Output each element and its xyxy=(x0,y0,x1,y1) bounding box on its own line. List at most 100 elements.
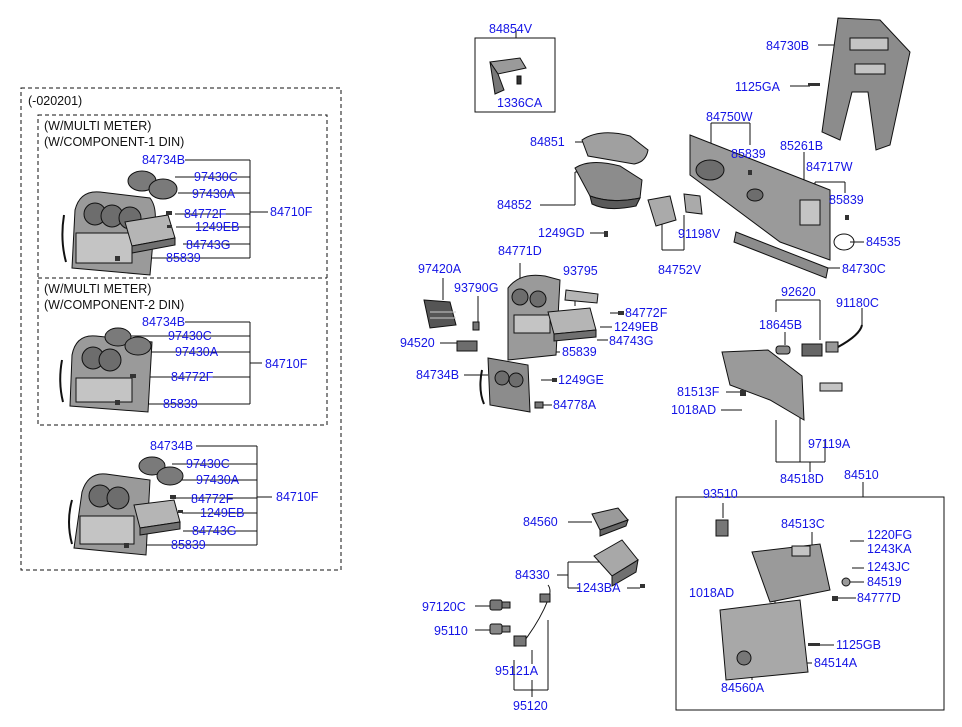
label-84777D[interactable]: 84777D xyxy=(857,591,901,605)
label-g1-84772F[interactable]: 84772F xyxy=(184,207,227,221)
label-g1-1249EB[interactable]: 1249EB xyxy=(195,220,240,234)
label-95120[interactable]: 95120 xyxy=(513,699,548,713)
label-91180C[interactable]: 91180C xyxy=(836,296,879,310)
label-85839-right[interactable]: 85839 xyxy=(829,193,864,207)
label-g1-97430A[interactable]: 97430A xyxy=(192,187,236,201)
label-92620[interactable]: 92620 xyxy=(781,285,816,299)
label-84743G[interactable]: 84743G xyxy=(609,334,654,348)
group1-title-line2: (W/COMPONENT-1 DIN) xyxy=(44,135,185,149)
label-g3-84710F[interactable]: 84710F xyxy=(276,490,319,504)
inset-frame-outer xyxy=(20,87,342,571)
label-1249GD[interactable]: 1249GD xyxy=(538,226,585,240)
label-1018AD-upper[interactable]: 1018AD xyxy=(671,403,717,417)
label-g1-84734B[interactable]: 84734B xyxy=(142,153,186,167)
label-1018AD-lower[interactable]: 1018AD xyxy=(689,586,735,600)
g1-vents xyxy=(127,170,178,200)
label-1243BA[interactable]: 1243BA xyxy=(576,581,621,595)
g1-component-din xyxy=(124,214,176,254)
label-84514A[interactable]: 84514A xyxy=(814,656,858,670)
label-1243JC[interactable]: 1243JC xyxy=(867,560,911,574)
label-g3-85839[interactable]: 85839 xyxy=(171,538,206,552)
label-g2-97430C[interactable]: 97430C xyxy=(168,329,212,343)
label-84734B[interactable]: 84734B xyxy=(416,368,460,382)
part-97120C-socket xyxy=(489,599,511,611)
label-g3-97430C[interactable]: 97430C xyxy=(186,457,230,471)
label-81513F[interactable]: 81513F xyxy=(677,385,720,399)
label-1125GA[interactable]: 1125GA xyxy=(735,80,780,94)
label-85839-center[interactable]: 85839 xyxy=(562,345,597,359)
label-84510[interactable]: 84510 xyxy=(844,468,879,482)
part-84330-box xyxy=(593,539,639,587)
part-84560-tray xyxy=(591,507,629,537)
part-18645B-bulb xyxy=(775,345,791,355)
label-g3-84743G[interactable]: 84743G xyxy=(192,524,237,538)
g1-cluster-bezel xyxy=(61,191,156,276)
label-g2-84734B[interactable]: 84734B xyxy=(142,315,186,329)
g3-cluster-bezel xyxy=(68,473,151,556)
label-93510[interactable]: 93510 xyxy=(703,487,738,501)
label-g3-84734B[interactable]: 84734B xyxy=(150,439,194,453)
label-g1-84710F[interactable]: 84710F xyxy=(270,205,313,219)
label-g1-85839[interactable]: 85839 xyxy=(166,251,201,265)
label-93790G[interactable]: 93790G xyxy=(454,281,499,295)
label-97119A[interactable]: 97119A xyxy=(808,437,851,451)
label-95110[interactable]: 95110 xyxy=(434,624,468,638)
label-84535[interactable]: 84535 xyxy=(866,235,901,249)
label-g1-97430C[interactable]: 97430C xyxy=(194,170,238,184)
label-84513C[interactable]: 84513C xyxy=(781,517,825,531)
part-84730B-bracket xyxy=(821,17,911,151)
label-g3-1249EB[interactable]: 1249EB xyxy=(200,506,245,520)
part-93510 xyxy=(715,519,729,537)
label-95121A[interactable]: 95121A xyxy=(495,664,539,678)
label-94520[interactable]: 94520 xyxy=(400,336,435,350)
part-92620-lamp xyxy=(801,341,839,357)
label-97420A[interactable]: 97420A xyxy=(418,262,462,276)
part-84852-housing xyxy=(574,162,643,210)
part-91180C-wire xyxy=(837,324,863,348)
label-84330[interactable]: 84330 xyxy=(515,568,550,582)
label-84854V[interactable]: 84854V xyxy=(489,22,533,36)
label-g3-97430A[interactable]: 97430A xyxy=(196,473,240,487)
label-1249EB[interactable]: 1249EB xyxy=(614,320,659,334)
label-84730C[interactable]: 84730C xyxy=(842,262,886,276)
label-84852[interactable]: 84852 xyxy=(497,198,532,212)
label-84560A[interactable]: 84560A xyxy=(721,681,765,695)
label-18645B[interactable]: 18645B xyxy=(759,318,803,332)
label-g2-84772F[interactable]: 84772F xyxy=(171,370,214,384)
label-1220FG[interactable]: 1220FG xyxy=(867,528,913,542)
label-g2-85839[interactable]: 85839 xyxy=(163,397,198,411)
label-84771D[interactable]: 84771D xyxy=(498,244,542,258)
label-93795[interactable]: 93795 xyxy=(563,264,598,278)
label-84519[interactable]: 84519 xyxy=(867,575,902,589)
label-84730B[interactable]: 84730B xyxy=(766,39,810,53)
g2-cluster-bezel xyxy=(59,335,153,413)
label-85839-upper[interactable]: 85839 xyxy=(731,147,766,161)
label-84717W[interactable]: 84717W xyxy=(806,160,853,174)
part-84752V xyxy=(647,193,703,227)
label-g2-84710F[interactable]: 84710F xyxy=(265,357,308,371)
label-84851[interactable]: 84851 xyxy=(530,135,565,149)
part-84854V xyxy=(489,57,527,95)
label-97120C[interactable]: 97120C xyxy=(422,600,466,614)
part-84513C-glovebox xyxy=(751,543,831,603)
label-1243KA[interactable]: 1243KA xyxy=(867,542,912,556)
part-95121A-harness xyxy=(513,584,551,647)
label-84750W[interactable]: 84750W xyxy=(706,110,753,124)
label-84560[interactable]: 84560 xyxy=(523,515,558,529)
label-g1-84743G[interactable]: 84743G xyxy=(186,238,231,252)
part-84518D-glovebox-upper xyxy=(721,349,805,421)
label-85261B[interactable]: 85261B xyxy=(780,139,824,153)
label-g2-97430A[interactable]: 97430A xyxy=(175,345,219,359)
label-84518D[interactable]: 84518D xyxy=(780,472,824,486)
label-84778A[interactable]: 84778A xyxy=(553,398,597,412)
label-84752V[interactable]: 84752V xyxy=(658,263,702,277)
label-1125GB[interactable]: 1125GB xyxy=(836,638,881,652)
label-1336CA[interactable]: 1336CA xyxy=(497,96,543,110)
part-84743G-din xyxy=(547,307,597,342)
label-g3-84772F[interactable]: 84772F xyxy=(191,492,234,506)
label-91198V[interactable]: 91198V xyxy=(678,227,721,241)
label-1249GE[interactable]: 1249GE xyxy=(558,373,604,387)
group2-title-line2: (W/COMPONENT-2 DIN) xyxy=(44,298,185,312)
label-84772F[interactable]: 84772F xyxy=(625,306,668,320)
